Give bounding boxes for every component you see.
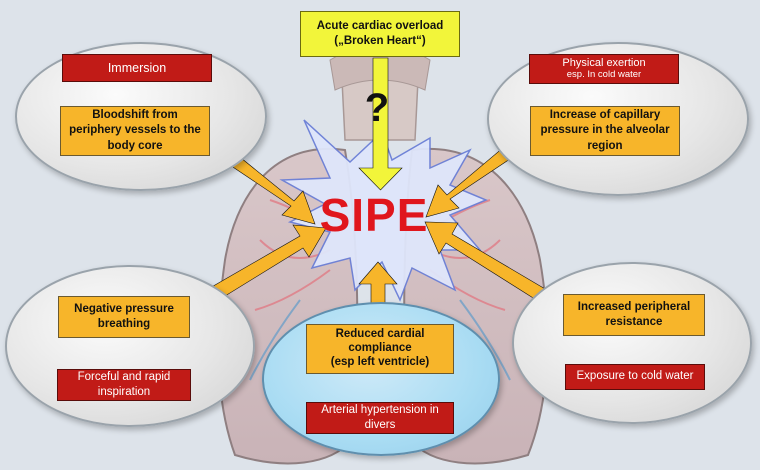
box-immersion: Immersion [62, 54, 212, 82]
box-arterial-hypertension: Arterial hypertension in divers [306, 402, 454, 434]
box-reduced-compliance-text: Reduced cardial compliance (esp left ven… [330, 328, 430, 368]
box-peripheral-resistance: Increased peripheral resistance [563, 294, 705, 336]
group-negative-pressure-ellipse [5, 265, 255, 427]
sipe-starburst [279, 119, 488, 302]
box-negative-pressure-text: Negative pressure breathing [74, 302, 174, 330]
box-physical-exertion: Physical exertion esp. In cold water [529, 54, 679, 84]
box-negative-pressure: Negative pressure breathing [58, 296, 190, 338]
box-immersion-text: Immersion [107, 60, 167, 75]
box-reduced-compliance: Reduced cardial compliance (esp left ven… [306, 324, 454, 374]
box-bloodshift-text: Bloodshift from periphery vessels to the… [69, 109, 201, 152]
box-bloodshift: Bloodshift from periphery vessels to the… [60, 106, 210, 156]
arrow-cardiac-overload [358, 57, 403, 191]
box-acute-cardiac-overload: Acute cardiac overload („Broken Heart“) [300, 11, 460, 57]
box-physical-exertion-text: Physical exertion [562, 57, 646, 70]
box-capillary-pressure: Increase of capillary pressure in the al… [530, 106, 680, 156]
question-mark: ? [364, 86, 390, 130]
box-forceful-inspiration-text: Forceful and rapid inspiration [77, 370, 171, 398]
box-peripheral-resistance-text: Increased peripheral resistance [577, 300, 691, 328]
box-physical-exertion-subtext: esp. In cold water [566, 68, 642, 80]
box-arterial-hypertension-text: Arterial hypertension in divers [321, 403, 439, 431]
group-resistance-ellipse [512, 262, 752, 424]
box-cold-water: Exposure to cold water [565, 364, 705, 390]
sipe-label: SIPE [319, 189, 429, 241]
box-acute-cardiac-overload-text: Acute cardiac overload („Broken Heart“) [316, 19, 444, 47]
box-cold-water-text: Exposure to cold water [576, 370, 694, 383]
box-forceful-inspiration: Forceful and rapid inspiration [57, 369, 191, 401]
box-capillary-pressure-text: Increase of capillary pressure in the al… [540, 109, 670, 152]
